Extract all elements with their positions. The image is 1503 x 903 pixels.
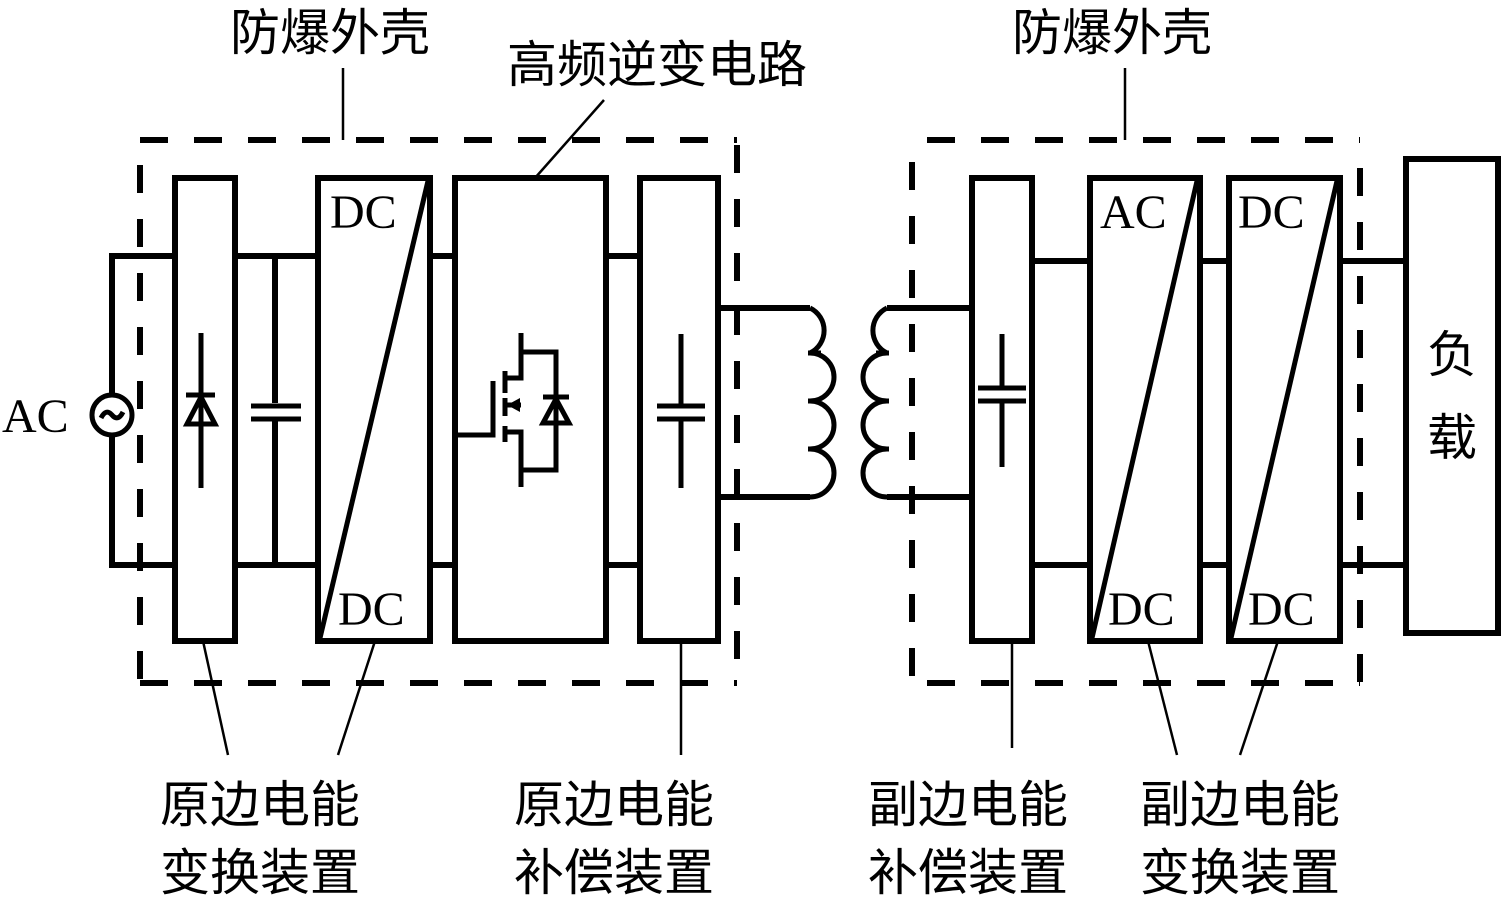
primary-compensation-label-1: 原边电能 — [514, 776, 714, 834]
capacitor-icon — [978, 334, 1026, 467]
primary-dcdc-bottom: DC — [338, 583, 405, 636]
wiring — [109, 253, 1406, 568]
secondary-acdc-top: AC — [1100, 186, 1167, 239]
hf-inverter-block — [452, 175, 609, 644]
enclosure-right-label: 防爆外壳 — [1012, 4, 1212, 62]
primary-dcdc-top: DC — [330, 186, 397, 239]
hf-inverter-label: 高频逆变电路 — [507, 36, 807, 94]
mosfet-icon — [457, 333, 574, 487]
ac-source-icon — [89, 392, 135, 438]
secondary-dcdc-top: DC — [1238, 186, 1305, 239]
primary-converter-label-2: 变换装置 — [160, 844, 360, 902]
secondary-dcdc-block: DC DC — [1226, 175, 1343, 644]
transformer-coil-icon — [808, 305, 889, 500]
load-label-1: 负 — [1427, 326, 1477, 384]
secondary-acdc-bottom: DC — [1108, 583, 1175, 636]
secondary-compensation-label-1: 副边电能 — [868, 776, 1068, 834]
capacitor-icon — [251, 403, 301, 422]
secondary-acdc-block: AC DC — [1087, 175, 1203, 644]
primary-dcdc-block: DC DC — [315, 175, 433, 644]
primary-compensation-block — [637, 175, 721, 644]
enclosure-right — [909, 137, 1363, 686]
secondary-dcdc-bottom: DC — [1248, 583, 1315, 636]
primary-converter-label-1: 原边电能 — [160, 776, 360, 834]
leader-lines — [201, 68, 1280, 756]
secondary-converter-label-1: 副边电能 — [1140, 776, 1340, 834]
enclosure-left-label: 防爆外壳 — [230, 4, 430, 62]
load-label-2: 载 — [1427, 409, 1477, 467]
load-block — [1403, 156, 1501, 636]
capacitor-icon — [657, 334, 705, 488]
secondary-compensation-label-2: 补偿装置 — [868, 844, 1068, 902]
enclosure-left — [137, 137, 740, 686]
secondary-converter-label-2: 变换装置 — [1140, 844, 1340, 902]
ac-source-label: AC — [2, 390, 69, 443]
primary-compensation-label-2: 补偿装置 — [514, 844, 714, 902]
rectifier-diode-icon — [182, 333, 220, 488]
